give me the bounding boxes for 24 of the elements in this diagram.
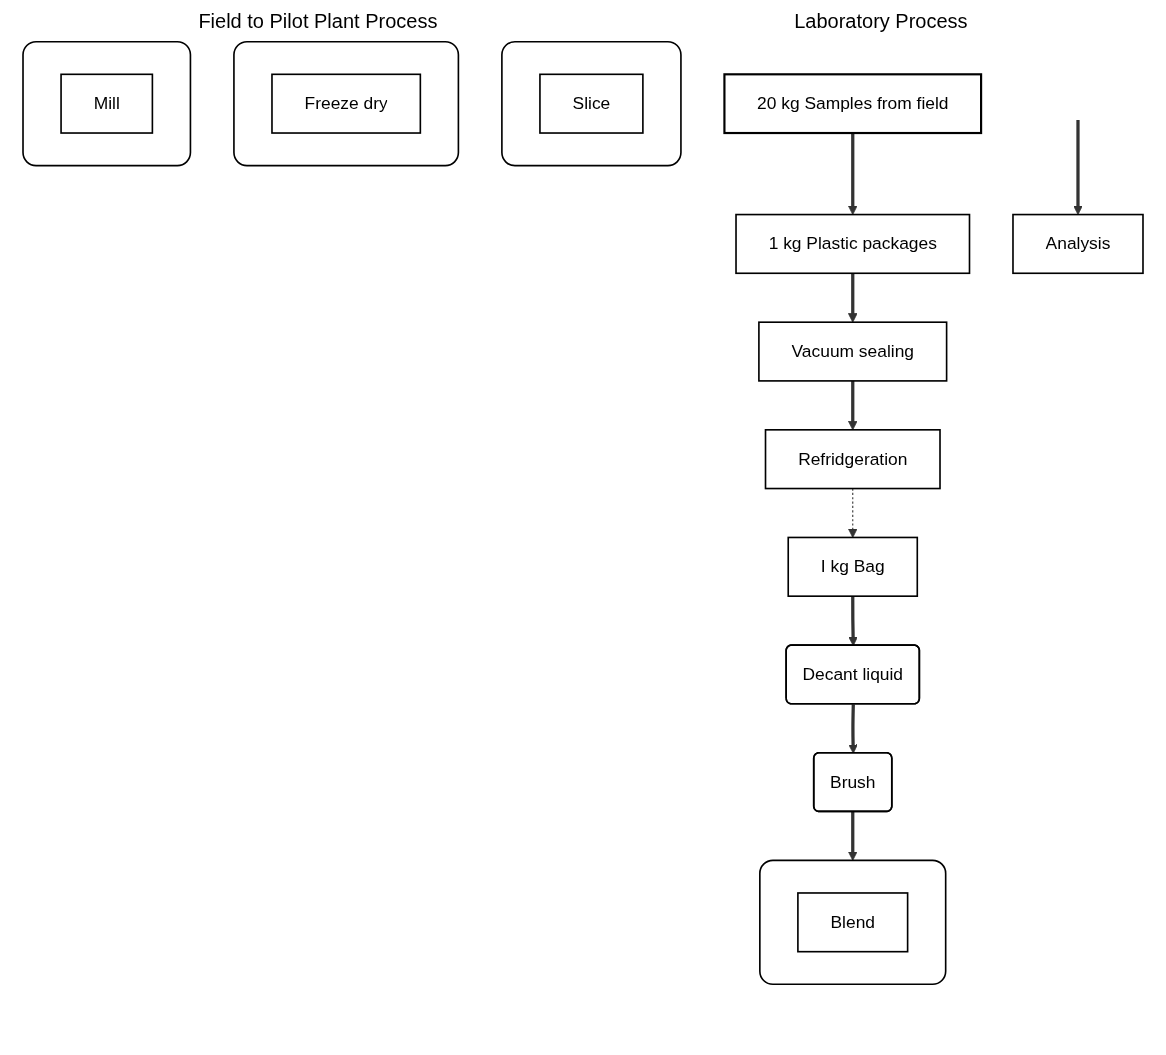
arrow [847,488,858,538]
node-box: Vacuum sealing [758,321,948,382]
arrow [847,380,858,431]
cluster [22,40,192,167]
node-box: 20 kg Samples from field [723,73,983,135]
node-box: Mill [60,73,154,134]
node-box: Refridgeration [764,429,941,490]
arrow [848,704,858,754]
node-box: Slice [539,73,644,134]
arrow [848,596,858,647]
arrow [847,811,858,861]
arrow [847,273,858,323]
cluster [759,859,947,986]
arrow [847,133,858,215]
node-box: Blend [797,892,909,953]
arrow [1073,120,1083,215]
cluster [233,40,460,167]
column-heading: Laboratory Process [794,10,968,33]
node-box: 1 kg Plastic packages [735,213,971,275]
cluster [501,40,682,167]
node-box: Analysis [1012,213,1144,275]
node-box: Freeze dry [271,73,422,134]
column-heading: Field to Pilot Plant Process [198,10,438,33]
node-box: I kg Bag [787,536,919,597]
